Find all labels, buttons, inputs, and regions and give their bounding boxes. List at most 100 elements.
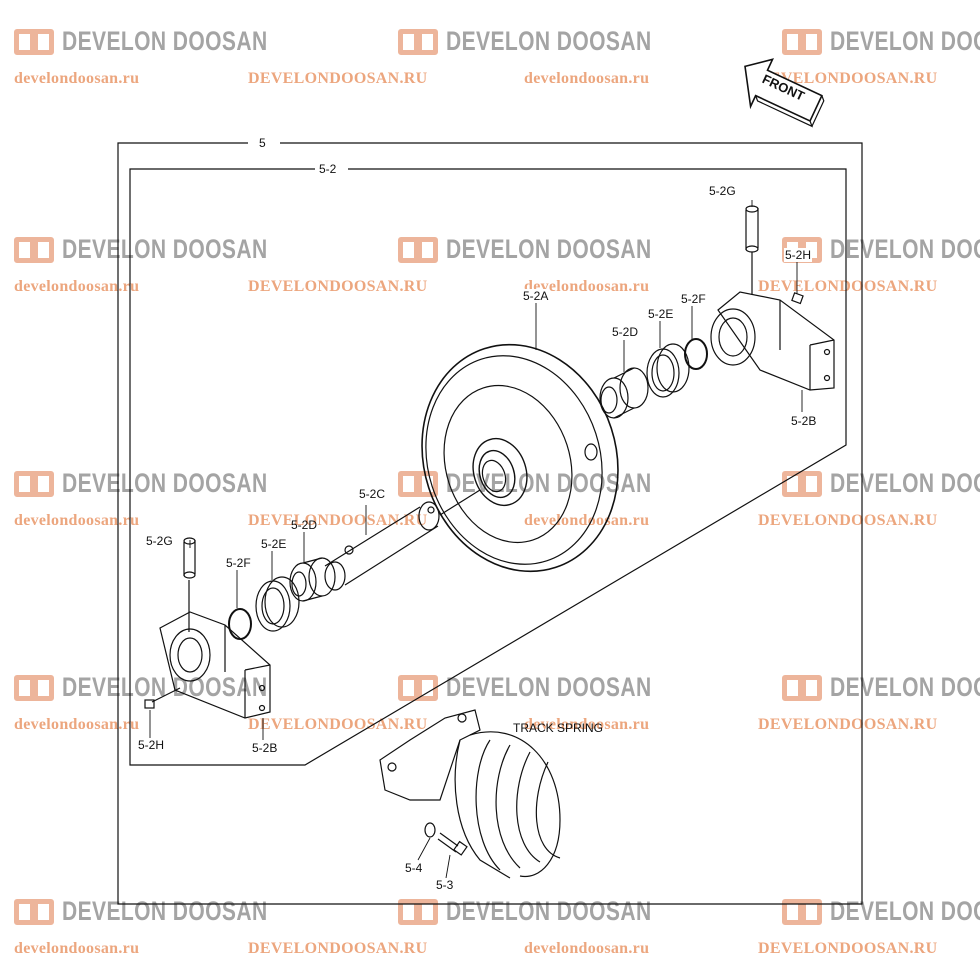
watermark-url: DEVELONDOOSAN.RU — [758, 70, 938, 87]
callout-5-2f-right: 5-2F — [680, 292, 707, 306]
watermark-logo: DEVELON DOOSAN — [782, 468, 980, 499]
watermark-url: DEVELONDOOSAN.RU — [758, 716, 938, 733]
watermark-logo: DEVELON DOOSAN — [782, 234, 980, 265]
callout-5-2f-left: 5-2F — [225, 556, 252, 570]
right-pin — [745, 205, 759, 295]
callout-5-2e-left: 5-2E — [260, 537, 288, 551]
brand-mark-icon — [782, 469, 824, 499]
brand-mark-icon — [782, 897, 824, 927]
frame-label-5-2: 5-2 — [318, 162, 338, 176]
watermark-url: DEVELONDOOSAN.RU — [248, 70, 428, 87]
brand-mark-icon — [782, 673, 824, 703]
watermark-url: develondoosan.ru — [14, 512, 140, 529]
brand-mark-icon — [398, 469, 440, 499]
left-oring — [228, 608, 252, 640]
watermark-url: DEVELONDOOSAN.RU — [248, 512, 428, 529]
idler-shaft — [324, 489, 481, 591]
callout-5-2d-right: 5-2D — [611, 325, 640, 339]
watermark-url: develondoosan.ru — [524, 278, 650, 295]
right-bushing — [599, 367, 649, 419]
left-bushing — [289, 557, 336, 602]
right-oring — [684, 338, 708, 370]
watermark-url: develondoosan.ru — [524, 70, 650, 87]
left-pin — [183, 537, 196, 632]
frame-inner — [129, 168, 847, 766]
frame-label-5: 5 — [258, 136, 267, 150]
watermark-logo: DEVELON DOOSAN — [782, 26, 980, 57]
watermark-logo: DEVELON DOOSAN — [782, 896, 980, 927]
watermark-url: DEVELONDOOSAN.RU — [248, 278, 428, 295]
watermark-logo: DEVELON DOOSAN — [14, 468, 326, 499]
watermark-url: DEVELONDOOSAN.RU — [758, 940, 938, 957]
callout-5-2b-right: 5-2B — [790, 414, 818, 428]
callout-5-2a: 5-2A — [522, 289, 550, 303]
watermark-brand: DEVELON DOOSAN — [62, 234, 268, 264]
brand-mark-icon — [14, 469, 56, 499]
right-bracket — [710, 291, 835, 391]
idler-wheel — [421, 343, 619, 573]
watermark-logo: DEVELON DOOSAN — [398, 26, 710, 57]
watermark-logo: DEVELON DOOSAN — [398, 234, 710, 265]
watermark-logo: DEVELON DOOSAN — [14, 26, 326, 57]
callout-5-2h-left: 5-2H — [138, 738, 165, 752]
watermark-url: DEVELONDOOSAN.RU — [758, 512, 938, 529]
watermark-url: develondoosan.ru — [14, 716, 140, 733]
watermark-url: DEVELONDOOSAN.RU — [758, 278, 938, 295]
left-plug — [144, 699, 155, 709]
callout-5-2e-right: 5-2E — [647, 307, 675, 321]
brand-mark-icon — [398, 897, 440, 927]
watermark-url: DEVELONDOOSAN.RU — [248, 940, 428, 957]
watermark-brand: DEVELON DOOSAN — [62, 468, 268, 498]
watermark-brand: DEVELON DOOSAN — [446, 26, 652, 56]
watermark-url: develondoosan.ru — [14, 940, 140, 957]
callout-5-2c: 5-2C — [359, 487, 386, 501]
frame-outer — [117, 142, 863, 905]
watermark-logo: DEVELON DOOSAN — [14, 234, 326, 265]
watermark-url: develondoosan.ru — [14, 278, 140, 295]
right-seal — [646, 343, 690, 398]
leader-lines — [149, 200, 803, 879]
watermark-brand: DEVELON DOOSAN — [446, 672, 652, 702]
washer — [424, 822, 436, 838]
brand-mark-icon — [14, 673, 56, 703]
left-bracket — [159, 611, 271, 719]
callout-5-2g-right: 5-2G — [708, 184, 737, 198]
watermark-brand: DEVELON DOOSAN — [830, 896, 980, 926]
watermark-brand: DEVELON DOOSAN — [830, 26, 980, 56]
front-arrow-icon — [744, 58, 825, 128]
watermark-brand: DEVELON DOOSAN — [830, 672, 980, 702]
watermark-brand: DEVELON DOOSAN — [62, 896, 268, 926]
watermark-logo: DEVELON DOOSAN — [398, 672, 710, 703]
watermark-logo: DEVELON DOOSAN — [782, 672, 980, 703]
brand-mark-icon — [14, 27, 56, 57]
watermark-brand: DEVELON DOOSAN — [62, 26, 268, 56]
watermark-url: DEVELONDOOSAN.RU — [248, 716, 428, 733]
watermark-logo: DEVELON DOOSAN — [14, 896, 326, 927]
callout-5-2g-left: 5-2G — [145, 534, 174, 548]
watermark-logo: DEVELON DOOSAN — [14, 672, 326, 703]
watermark-brand: DEVELON DOOSAN — [62, 672, 268, 702]
watermark-brand: DEVELON DOOSAN — [446, 896, 652, 926]
track-spring — [379, 709, 561, 879]
watermark-logo: DEVELON DOOSAN — [398, 896, 710, 927]
callout-5-2h-right: 5-2H — [784, 248, 813, 262]
bolt — [437, 832, 468, 856]
brand-mark-icon — [398, 27, 440, 57]
brand-mark-icon — [14, 897, 56, 927]
callout-5-2b-left: 5-2B — [252, 741, 278, 755]
callout-track-spring: TRACK SPRING — [513, 721, 604, 735]
watermark-brand: DEVELON DOOSAN — [830, 234, 980, 264]
callout-5-3: 5-3 — [435, 878, 455, 892]
watermark-url: develondoosan.ru — [524, 940, 650, 957]
right-plug — [791, 292, 804, 305]
brand-mark-icon — [398, 235, 440, 265]
watermark-url: develondoosan.ru — [14, 70, 140, 87]
watermark-brand: DEVELON DOOSAN — [446, 234, 652, 264]
left-seal — [255, 576, 300, 632]
brand-mark-icon — [782, 27, 824, 57]
callout-5-4: 5-4 — [404, 861, 424, 875]
watermark-url: develondoosan.ru — [524, 716, 650, 733]
callout-5-2d-left: 5-2D — [291, 518, 318, 532]
